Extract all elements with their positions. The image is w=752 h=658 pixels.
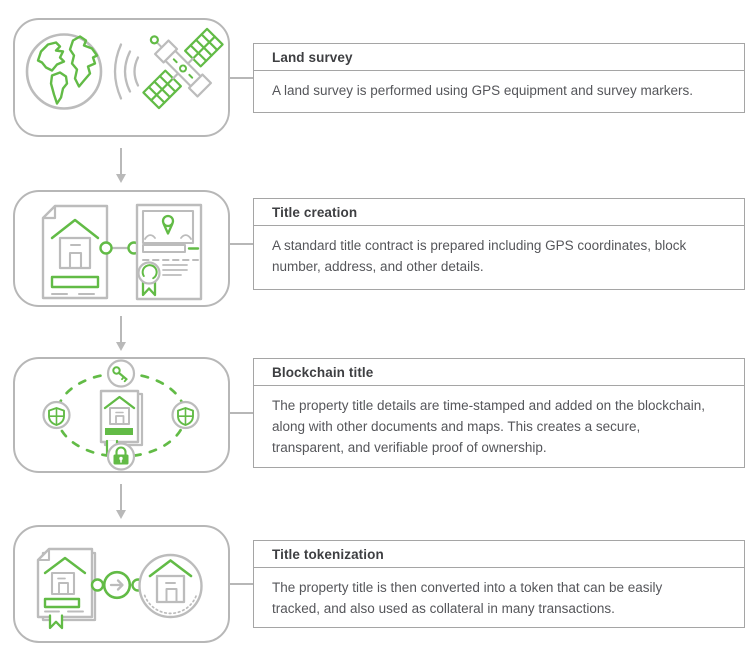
step-icon-box-blockchain-title: [13, 357, 230, 473]
globe-satellite-icon: [25, 27, 224, 110]
step-text-panel: Land survey A land survey is performed u…: [253, 43, 745, 113]
flow-arrow-down-icon: [115, 484, 126, 519]
title-to-token-icon: [36, 547, 203, 630]
step-text-panel: Title tokenization The property title is…: [253, 540, 745, 628]
step-description: A standard title contract is prepared in…: [272, 238, 687, 274]
step-connector-line: [230, 77, 253, 79]
flow-arrow-down-icon: [115, 316, 126, 351]
step-connector-line: [230, 583, 253, 585]
step-description: The property title details are time-stam…: [272, 398, 706, 455]
blockchain-shield-lock-key-icon: [42, 359, 200, 471]
flow-arrow-down-icon: [115, 148, 126, 183]
title-documents-icon: [41, 203, 203, 301]
step-connector-line: [230, 412, 253, 414]
step-description: A land survey is performed using GPS equ…: [272, 83, 693, 98]
step-title: Blockchain title: [254, 359, 744, 386]
step-connector-line: [230, 243, 253, 245]
step-text-panel: Blockchain title The property title deta…: [253, 358, 745, 468]
step-icon-box-land-survey: [13, 18, 230, 137]
step-text-panel: Title creation A standard title contract…: [253, 198, 745, 290]
step-icon-box-title-tokenization: [13, 525, 230, 643]
step-title: Land survey: [254, 44, 744, 71]
step-icon-box-title-creation: [13, 190, 230, 307]
step-description: The property title is then converted int…: [272, 580, 663, 616]
step-title: Title tokenization: [254, 541, 744, 568]
step-title: Title creation: [254, 199, 744, 226]
